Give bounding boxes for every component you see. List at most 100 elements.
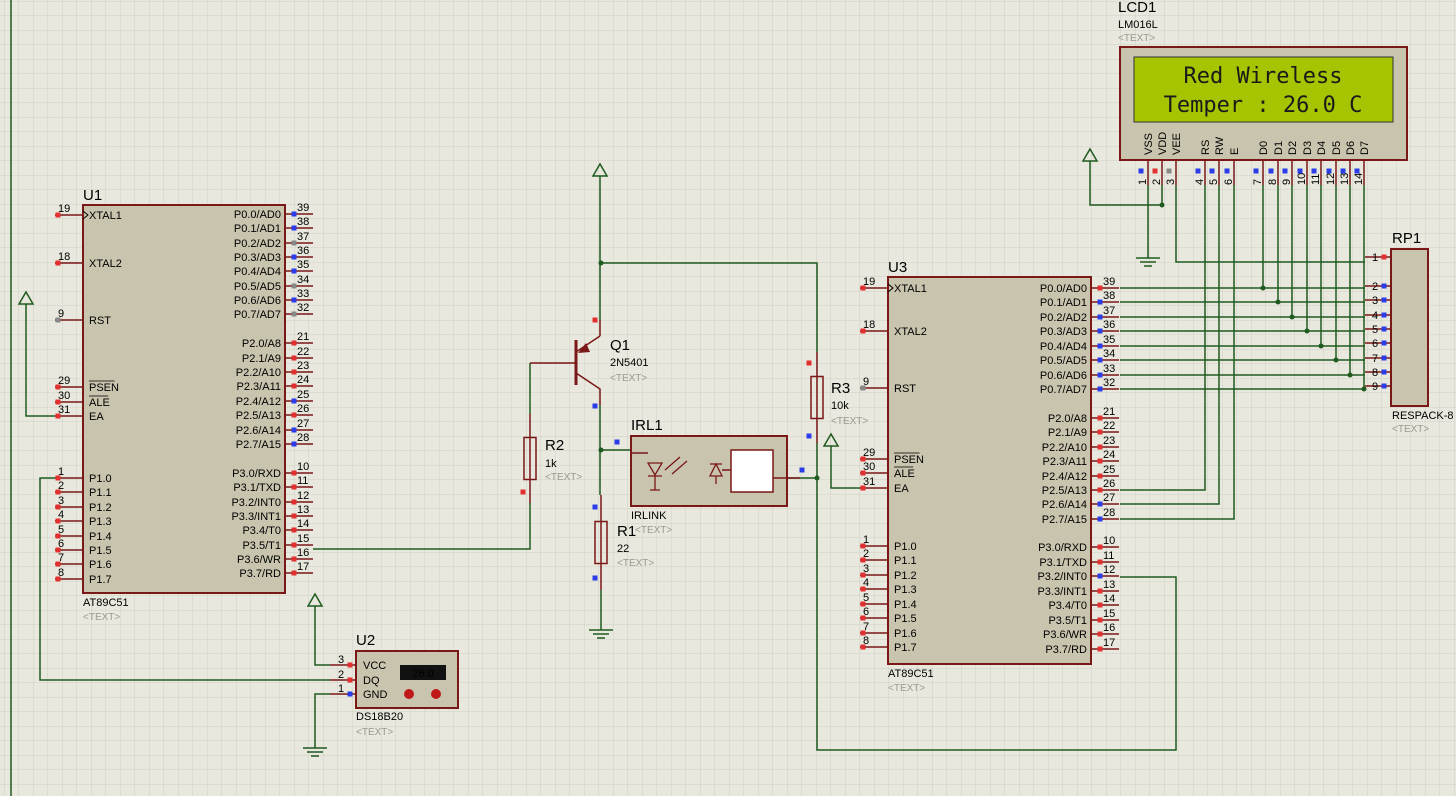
pin-number: 2 [338, 669, 344, 681]
q1-vcc[interactable] [591, 162, 609, 190]
pin-state-indicator [55, 317, 61, 323]
pin-state-indicator [55, 561, 61, 567]
pin-state-indicator [1097, 617, 1103, 623]
pin-number: 8 [1267, 179, 1279, 185]
pin-state-indicator [291, 225, 297, 231]
rp1-body[interactable] [1390, 248, 1429, 407]
pin-state-indicator [1097, 372, 1103, 378]
pin-state-indicator [1097, 429, 1103, 435]
text-placeholder: <TEXT> [356, 727, 393, 738]
u3-ea-power[interactable] [822, 432, 840, 460]
lcd-vee-to-rp1 [1175, 185, 1365, 263]
u2-vcc[interactable] [306, 592, 324, 620]
pin-state-indicator [1138, 168, 1144, 174]
text-placeholder: <TEXT> [610, 373, 647, 384]
pin-number: 9 [1281, 179, 1293, 185]
pin-label: P0.7/AD7 [1040, 384, 1087, 396]
pin-number: 7 [1372, 353, 1378, 365]
pin-state-indicator [860, 586, 866, 592]
lcd-vdd-power[interactable] [1081, 147, 1099, 175]
pin-label: E [1229, 148, 1241, 155]
pin-state-indicator [291, 542, 297, 548]
q1-emitter-arrow [578, 343, 590, 353]
pin-number: 27 [297, 418, 309, 430]
pin-state-indicator [291, 556, 297, 562]
wire-junction [1318, 343, 1324, 349]
u1-ea-power[interactable] [17, 290, 35, 318]
wire-junction [1361, 386, 1367, 392]
pin-number: 35 [297, 259, 309, 271]
pin-label: D2 [1287, 141, 1299, 155]
pin-number: 7 [58, 552, 64, 564]
r1-body[interactable] [594, 520, 608, 565]
u1-body[interactable] [82, 204, 286, 594]
pin-number: 18 [58, 251, 70, 263]
irl1-leads [631, 452, 800, 479]
pin-number: 12 [1103, 564, 1115, 576]
pin-number: 8 [863, 635, 869, 647]
pin-label: P1.3 [89, 516, 112, 528]
pin-number: 39 [297, 202, 309, 214]
text-placeholder: <TEXT> [1118, 33, 1155, 44]
wire-junction [1289, 314, 1295, 320]
ir-beam-icon [664, 456, 688, 475]
pin-state-indicator [860, 485, 866, 491]
component-value: 1k [545, 458, 557, 470]
pin-label: P1.3 [894, 584, 917, 596]
decrement-button[interactable] [404, 689, 414, 699]
u2-ground[interactable] [303, 738, 327, 757]
pin-number: 8 [58, 567, 64, 579]
pin-number: 3 [338, 654, 344, 666]
pin-state-indicator [291, 398, 297, 404]
pin-label: P2.0/A8 [242, 338, 281, 350]
wire-junction [1304, 328, 1310, 334]
pin-label: P3.7/RD [1045, 644, 1087, 656]
pin-label: P0.3/AD3 [234, 252, 281, 264]
pin-label: P2.4/A12 [236, 396, 281, 408]
pin-label: PSEN [89, 382, 119, 394]
pin-state-indicator [291, 254, 297, 260]
pin-label: P2.0/A8 [1048, 413, 1087, 425]
component-value: IRLINK [631, 510, 667, 522]
pin-label: P3.3/INT1 [231, 511, 281, 523]
vcc-to-r3 [600, 262, 818, 352]
pin-number: 5 [1372, 324, 1378, 336]
pin-number: 1 [1372, 252, 1378, 264]
pin-label: P0.4/AD4 [1040, 341, 1087, 353]
pin-state-indicator [347, 691, 353, 697]
text-placeholder: <TEXT> [83, 612, 120, 623]
u3-body[interactable] [887, 276, 1092, 665]
pin-state-indicator [592, 575, 598, 581]
pin-number: 4 [58, 509, 64, 521]
r3-body[interactable] [810, 375, 824, 420]
pin-number: 12 [1325, 173, 1337, 185]
pin-label: P3.2/INT0 [1037, 571, 1087, 583]
pin-state-indicator [291, 369, 297, 375]
pin-number: 34 [297, 274, 309, 286]
component-value: AT89C51 [888, 668, 934, 680]
r1-ground[interactable] [589, 620, 613, 639]
pin-label: P3.5/T1 [242, 540, 281, 552]
pin-label: P1.6 [894, 628, 917, 640]
pin-number: 32 [1103, 377, 1115, 389]
pin-label: P2.3/A11 [1043, 456, 1087, 468]
lcd-ground[interactable] [1136, 248, 1160, 267]
pin-number: 33 [297, 288, 309, 300]
pin-state-indicator [1097, 299, 1103, 305]
pin-label: P2.5/A13 [236, 410, 281, 422]
pin-state-indicator [291, 484, 297, 490]
q1-transistor[interactable] [530, 335, 601, 405]
pin-state-indicator [55, 384, 61, 390]
pin-number: 3 [1165, 179, 1177, 185]
pin-number: 18 [863, 319, 875, 331]
pin-number: 13 [1339, 173, 1351, 185]
r2-body[interactable] [523, 436, 537, 481]
pin-number: 1 [58, 466, 64, 478]
pin-number: 30 [58, 390, 70, 402]
increment-button[interactable] [431, 689, 441, 699]
pin-label: RW [1214, 136, 1226, 155]
pin-state-indicator [614, 439, 620, 445]
pin-label: P1.1 [894, 555, 917, 567]
pin-state-indicator [1381, 383, 1387, 389]
